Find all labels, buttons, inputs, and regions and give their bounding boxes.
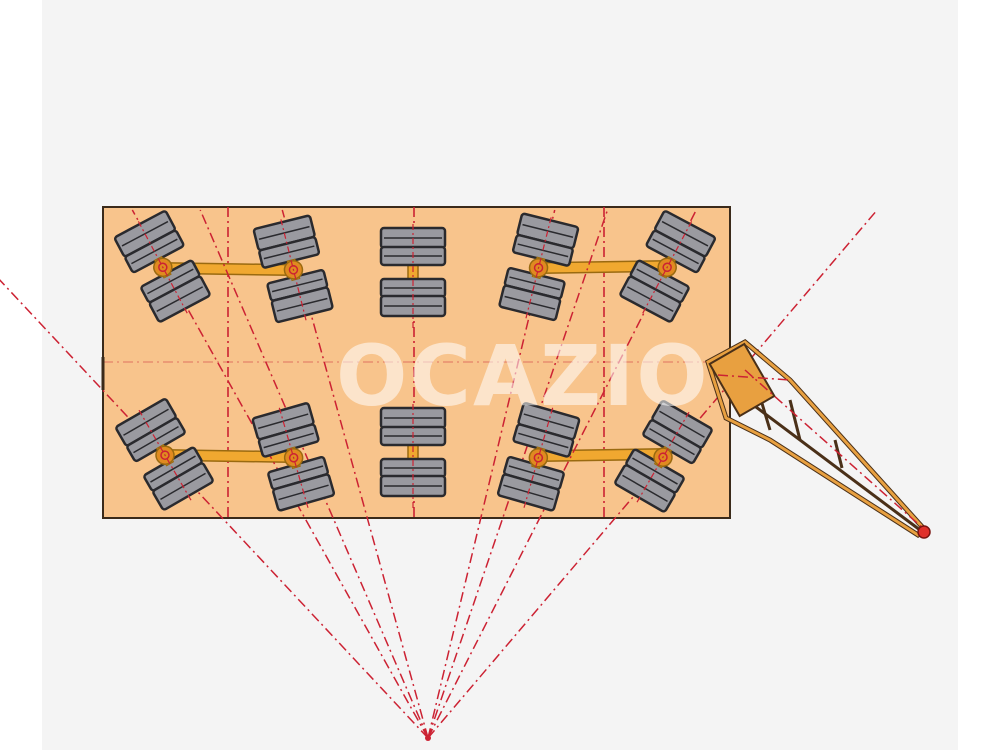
tyre-groove	[258, 225, 310, 240]
wheel-group	[252, 214, 334, 324]
pivot-center	[662, 262, 672, 273]
wheel-group	[619, 210, 716, 323]
wheel-ray	[278, 407, 309, 508]
wheel-ray	[636, 411, 690, 503]
tyre-groove	[508, 465, 560, 482]
wheel-ray	[137, 221, 188, 314]
wheel-group	[496, 402, 581, 512]
tyre-groove	[133, 425, 179, 454]
tyre-groove	[150, 455, 196, 483]
tyre-groove	[271, 278, 323, 293]
steering-ray	[427, 209, 609, 739]
wheel-group	[379, 404, 447, 508]
drawbar-guide	[744, 369, 926, 531]
wheel-group	[498, 212, 580, 322]
watermark: OCAZIO	[336, 327, 710, 425]
tyre-groove	[263, 432, 314, 449]
tyre-groove	[509, 276, 561, 291]
pivot-center	[158, 262, 168, 273]
axle-guide-lines	[103, 207, 730, 518]
wheel-group	[115, 398, 214, 511]
wheel-group	[614, 400, 713, 513]
pivot-center	[160, 450, 170, 460]
wheel-ray	[523, 407, 554, 508]
tyre-groove	[636, 268, 683, 295]
drawbar-crossbar	[788, 399, 802, 441]
tyre-groove	[131, 238, 178, 265]
wheel-ray	[525, 217, 552, 319]
tyre-groove	[522, 223, 574, 238]
drawbar-guide	[717, 374, 791, 381]
wheel-group	[379, 224, 447, 328]
wheel-ray	[280, 219, 307, 321]
turning-center-marker	[425, 735, 431, 741]
tyre-groove	[649, 427, 695, 456]
drawbar	[101, 338, 931, 539]
tow-eye	[917, 525, 931, 539]
wheel-ray	[138, 409, 192, 501]
wheel-groups	[114, 210, 716, 513]
tyre-groove	[257, 413, 309, 430]
tyre-groove	[632, 457, 678, 485]
tyre-groove	[518, 432, 569, 449]
wheel-group	[251, 402, 336, 512]
tyre-groove	[272, 465, 324, 482]
pivot-center	[658, 452, 668, 462]
tyre-groove	[147, 268, 194, 295]
drawbar-tongue	[739, 393, 921, 532]
wheel-group	[114, 210, 211, 323]
drawbar-hitch-block	[708, 342, 776, 418]
wheel-ray	[642, 221, 693, 314]
